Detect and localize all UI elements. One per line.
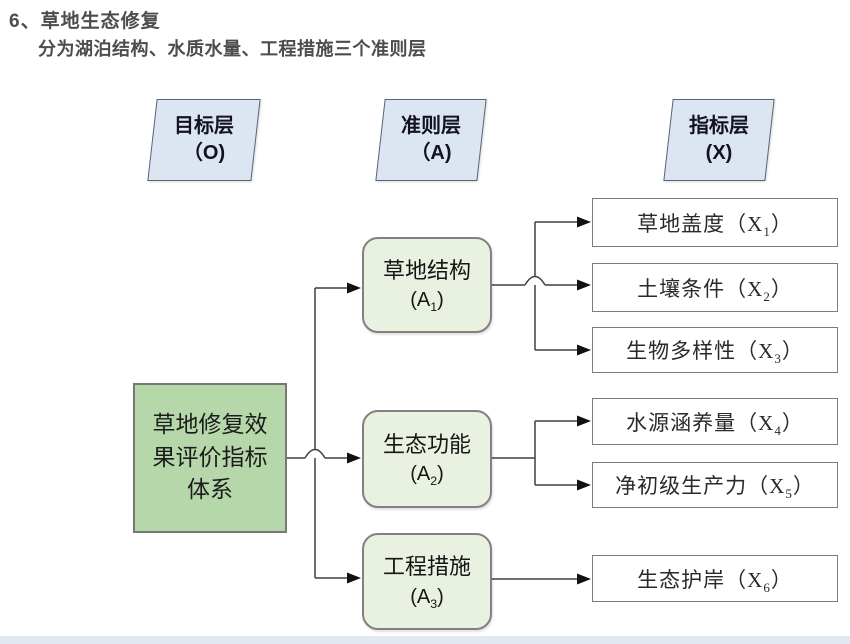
arrow-icon [347, 572, 361, 584]
connector-a1-x2 [492, 275, 579, 286]
header-criterion-code: （A) [410, 142, 452, 164]
header-goal-code: （O) [182, 142, 226, 164]
arrow-icon [577, 573, 591, 585]
goal-line-1: 草地修复效 [152, 412, 268, 438]
node-indicator-x1: 草地盖度（X1） [592, 198, 838, 247]
node-indicator-x6: 生态护岸（X6） [592, 555, 838, 602]
bottom-edge-strip [0, 636, 850, 644]
header-goal-layer: 目标层 （O) [147, 99, 261, 181]
page-subtitle: 分为湖泊结构、水质水量、工程措施三个准则层 [38, 39, 427, 59]
arrow-icon [347, 282, 361, 294]
criterion-a3-label: 工程措施 [382, 554, 471, 580]
header-indicator-code: (X) [705, 142, 733, 164]
criterion-a2-code: (A2) [410, 463, 444, 489]
node-criterion-a2: 生态功能 (A2) [362, 410, 492, 508]
header-criterion-label: 准则层 [401, 115, 461, 137]
arrow-icon [577, 279, 591, 291]
page-title: 6、草地生态修复 [9, 11, 161, 32]
criterion-a3-code: (A3) [410, 585, 444, 611]
node-indicator-x5: 净初级生产力（X5） [592, 462, 838, 508]
criterion-a1-code: (A1) [410, 289, 444, 315]
arrow-icon [577, 344, 591, 356]
node-criterion-a3: 工程措施 (A3) [362, 533, 492, 630]
header-indicator-label: 指标层 [689, 115, 749, 137]
arrow-icon [347, 452, 361, 464]
node-indicator-x3: 生物多样性（X3） [592, 327, 838, 373]
arrow-icon [577, 479, 591, 491]
criterion-a1-label: 草地结构 [382, 257, 471, 283]
node-indicator-x4: 水源涵养量（X4） [592, 398, 838, 445]
header-criterion-layer: 准则层 （A) [375, 99, 487, 181]
arrow-icon [577, 415, 591, 427]
goal-line-2: 果评价指标 [152, 444, 268, 470]
header-goal-label: 目标层 [174, 115, 234, 137]
arrow-icon [577, 216, 591, 228]
connector-goal-a2 [287, 448, 349, 459]
header-indicator-layer: 指标层 (X) [663, 99, 775, 181]
node-criterion-a1: 草地结构 (A1) [362, 237, 492, 333]
node-goal: 草地修复效 果评价指标 体系 [133, 383, 287, 533]
node-indicator-x2: 土壤条件（X2） [592, 263, 838, 312]
goal-line-3: 体系 [187, 477, 233, 503]
criterion-a2-label: 生态功能 [382, 431, 471, 457]
